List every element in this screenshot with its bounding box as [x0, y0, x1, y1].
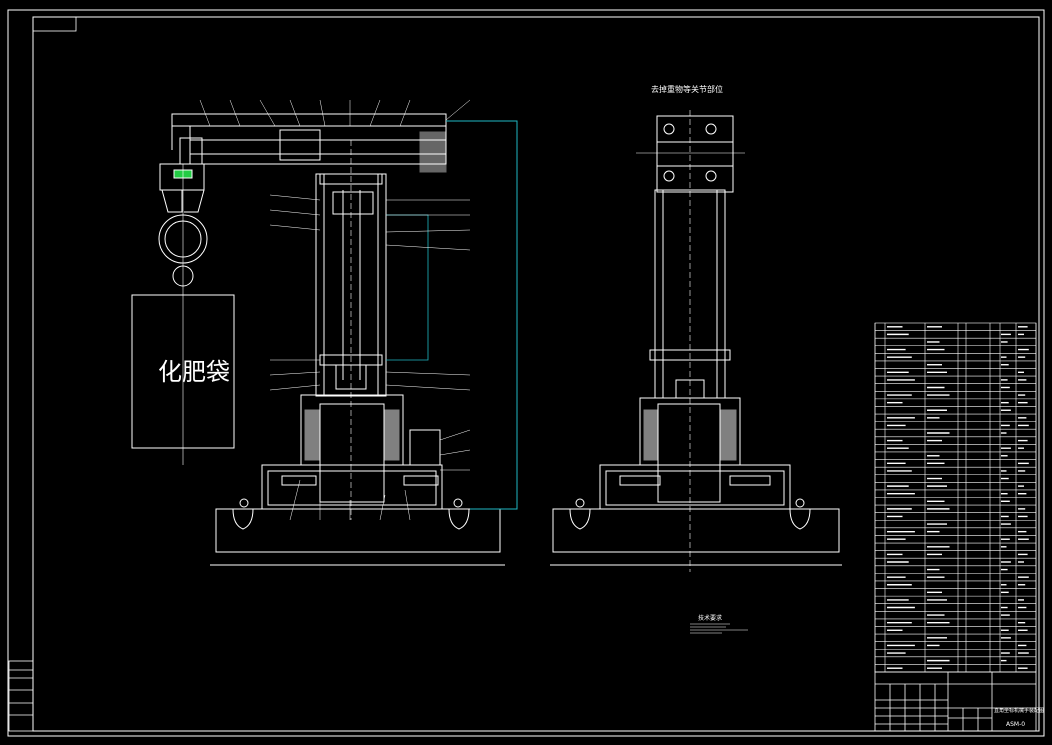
cargo-label: 化肥袋: [158, 358, 230, 386]
parts-list-table: [874, 322, 1037, 673]
side-view-title: 去掉重物等关节部位: [651, 84, 723, 94]
outer-border: [7, 9, 1045, 737]
part-balloons: [199, 99, 471, 521]
pneumatic-pipe-inner: [386, 214, 429, 361]
title-block: [874, 671, 1037, 732]
margin-stamp-boxes: [8, 660, 34, 732]
cargo-bag: [131, 294, 235, 449]
tech-requirements-title: 技术要求: [698, 614, 722, 622]
pneumatic-pipe: [446, 120, 518, 510]
front-view: [131, 113, 505, 566]
corner-box: [32, 16, 77, 32]
inner-border: [32, 16, 1040, 732]
drawing-name: 直角坐标机械手装配图: [994, 707, 1044, 714]
side-view: [550, 110, 842, 572]
tech-requirements-lines: [690, 623, 748, 634]
drawing-number: ASM-0: [1006, 721, 1025, 728]
